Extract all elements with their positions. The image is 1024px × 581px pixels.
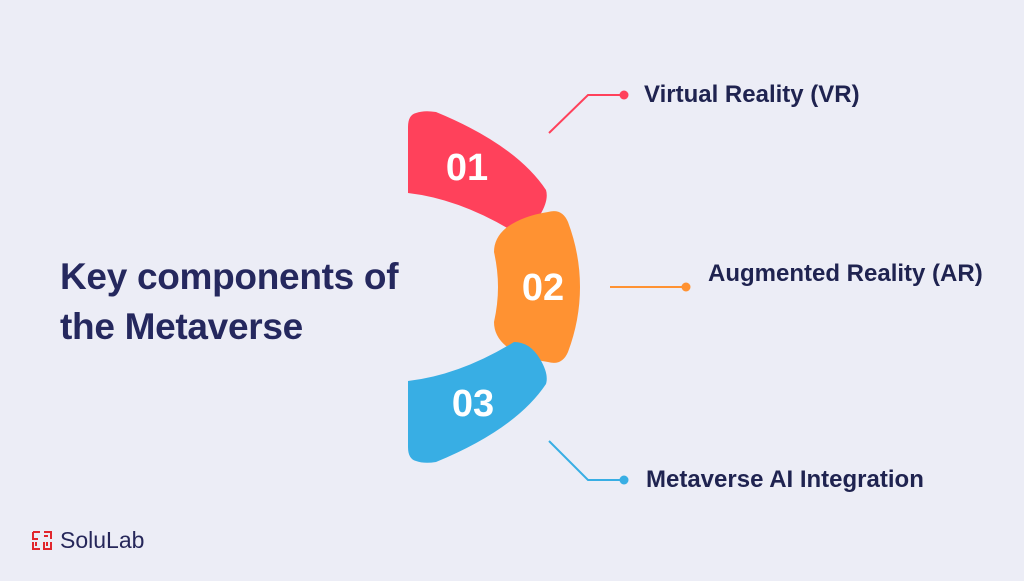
segment-01: 01 [408,111,547,232]
connector-02 [610,282,691,292]
item-label-ar: Augmented Reality (AR) [708,260,983,287]
connector-dot-02 [681,282,691,292]
diagram-title: Key components of the Metaverse [60,256,399,347]
segment-number-02: 02 [522,267,564,309]
connector-line-01 [548,94,624,134]
connector-line-03 [548,440,624,481]
segment-number-03: 03 [452,383,494,425]
connector-01 [548,90,629,134]
connector-dot-01 [619,90,629,100]
brand-name: SoluLab [60,527,145,553]
solulab-logo-icon [32,531,52,550]
segment-shape-02 [494,211,580,363]
item-label-ai: Metaverse AI Integration [646,466,924,493]
segment-shape-03 [408,342,547,463]
segment-03: 03 [408,342,547,463]
brand-logo: SoluLab [32,526,144,554]
segment-shape-01 [408,111,547,232]
connector-03 [548,440,629,485]
segment-number-01: 01 [446,147,488,189]
item-label-vr: Virtual Reality (VR) [644,81,860,108]
connector-dot-03 [619,475,629,485]
segment-02: 02 [494,211,580,363]
